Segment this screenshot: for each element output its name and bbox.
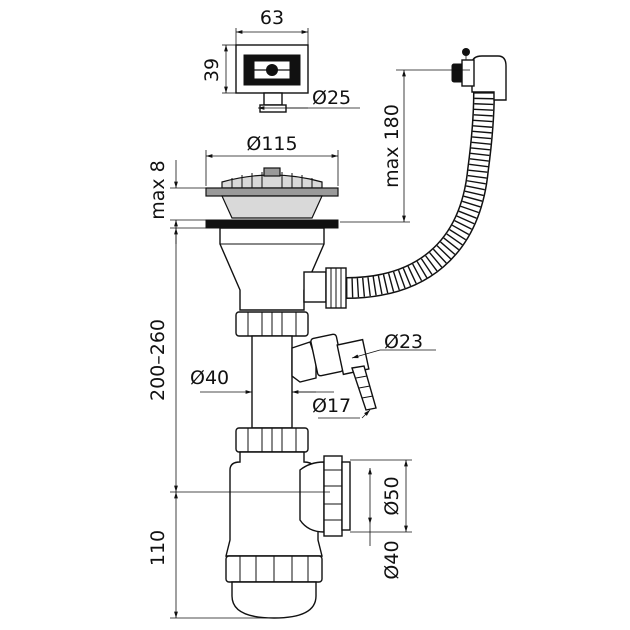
- strainer-bowl: [221, 195, 323, 219]
- strainer-knob: [263, 167, 281, 177]
- gasket: [205, 219, 339, 229]
- dim-outlet-50: Ø50: [381, 476, 403, 515]
- dim-outlet-height: 39: [201, 58, 223, 82]
- vertical-tube: [251, 335, 293, 429]
- dim-outlet-width: 63: [260, 7, 284, 29]
- bottom-cup: [231, 581, 317, 619]
- outlet-nut: [323, 455, 343, 537]
- dim-strainer-diameter: Ø115: [246, 133, 297, 155]
- dim-bottom-height: 110: [147, 530, 169, 566]
- overflow-stub: [263, 92, 283, 106]
- overflow-outlet: [235, 44, 309, 113]
- side-inlet-nozzle: [351, 365, 377, 411]
- dim-tube-diameter: Ø40: [190, 367, 229, 389]
- dim-hose-height: max 180: [381, 104, 403, 188]
- dim-trap-height: 200–260: [147, 319, 169, 401]
- dim-outlet-40: Ø40: [381, 540, 403, 579]
- bottle-trap: [225, 451, 323, 557]
- dim-flange-height: max 8: [147, 160, 169, 220]
- dimension-labels: 63 39 Ø25 Ø115 max 180 max 8 200–260 Ø40…: [147, 7, 423, 580]
- dim-side-inlet-large: Ø23: [384, 331, 423, 353]
- dim-outlet-diameter: Ø25: [312, 87, 351, 109]
- strainer-flange: [205, 187, 339, 197]
- dim-side-inlet-small: Ø17: [312, 395, 351, 417]
- funnel: [219, 227, 325, 311]
- siphon-body: [219, 227, 377, 619]
- dimension-lines: [170, 28, 470, 619]
- strainer: [205, 167, 339, 229]
- overflow-hose: [345, 48, 507, 299]
- strainer-basket-top: [221, 174, 323, 189]
